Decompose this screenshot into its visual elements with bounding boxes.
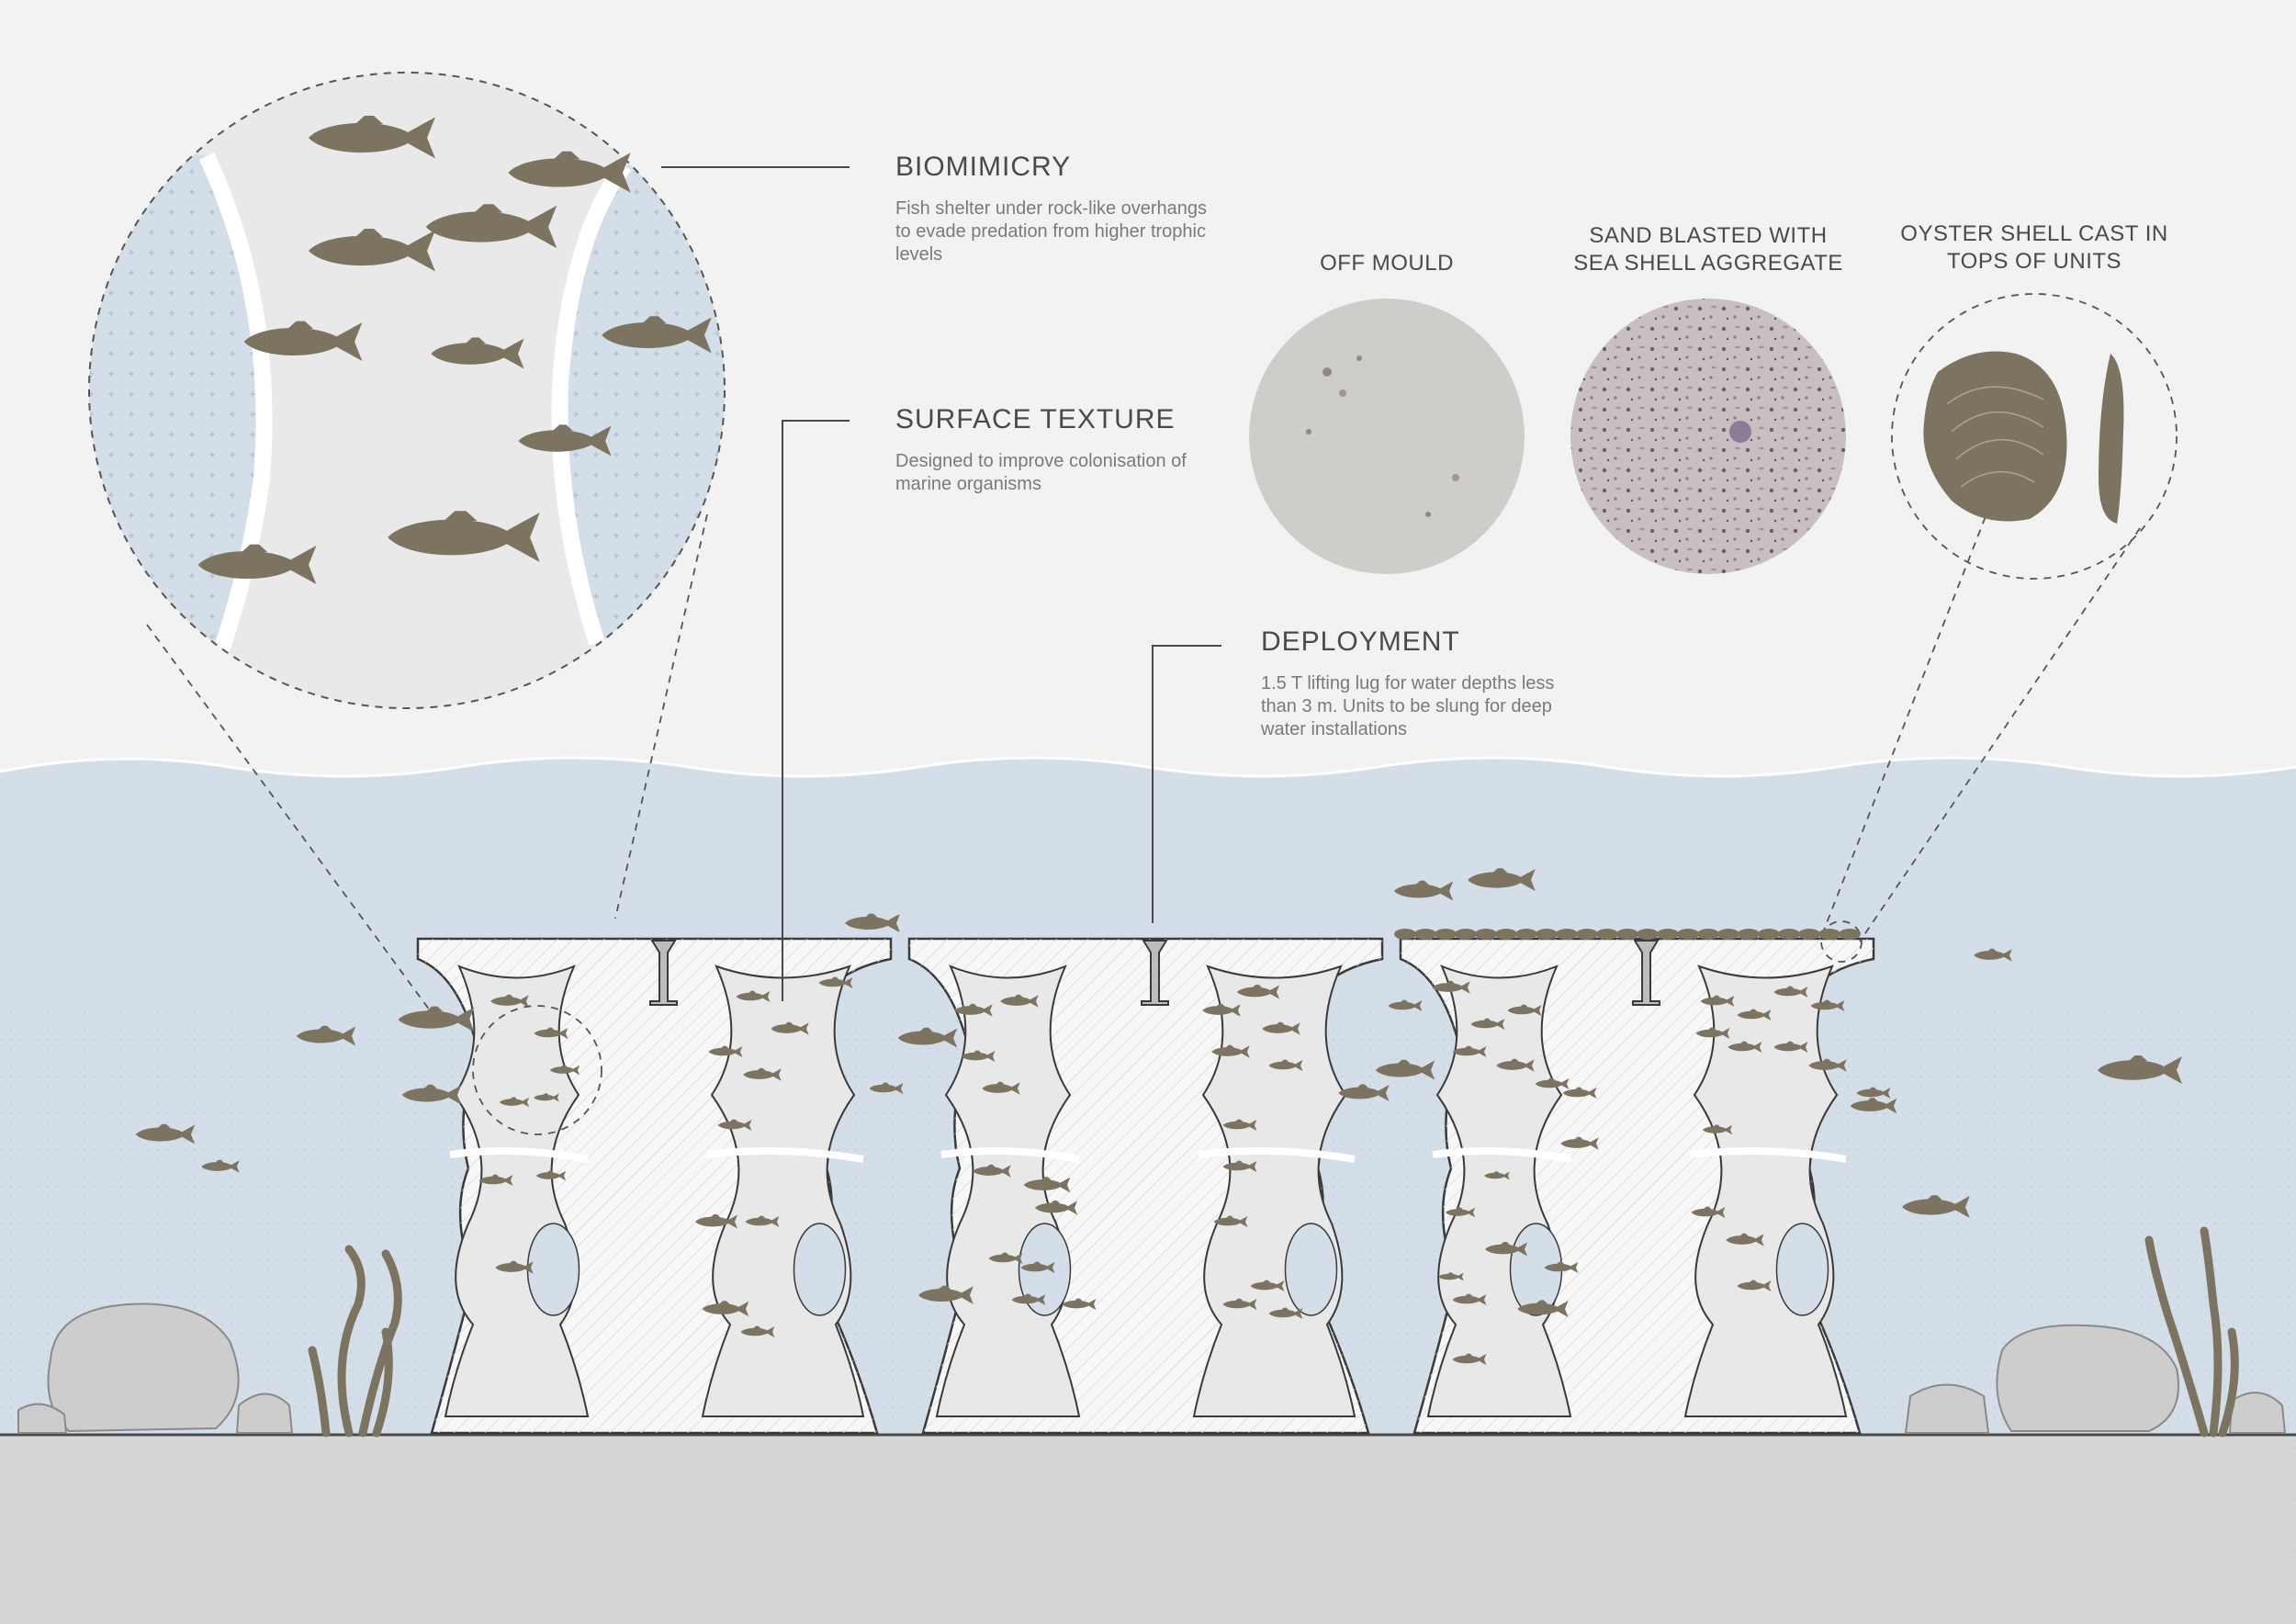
- oyster-shell: [1637, 929, 1659, 940]
- biomimicry-title: BIOMIMICRY: [895, 152, 1072, 182]
- biomimicry-zoom-circle: [88, 72, 726, 709]
- oyster-shell: [1818, 929, 1840, 940]
- deployment-annotation: DEPLOYMENT 1.5 T lifting lug for water d…: [1261, 626, 1592, 741]
- oyster-shell: [1616, 929, 1638, 940]
- leader-lines: [661, 166, 1221, 1001]
- texture-oyster-shell: [1923, 351, 2124, 524]
- biomimicry-desc: Fish shelter under rock-like overhangs t…: [895, 198, 1208, 265]
- dashed-callouts: [146, 293, 2178, 1135]
- oyster-shell: [1414, 929, 1436, 940]
- lifting-lug-icon: [1141, 940, 1169, 1006]
- lifting-lug-icon: [649, 940, 678, 1006]
- oyster-shell: [1435, 929, 1457, 940]
- seabed: [0, 1433, 2296, 1624]
- oyster-shell: [1677, 929, 1699, 940]
- caption-line: TOPS OF UNITS: [1946, 249, 2122, 274]
- oyster-shell: [1455, 929, 1477, 940]
- oyster-shell: [1839, 929, 1861, 940]
- oyster-shell: [1758, 929, 1780, 940]
- oyster-shell: [1495, 929, 1517, 940]
- oyster-shell: [1738, 929, 1760, 940]
- oyster-layer: [1394, 929, 1861, 940]
- oyster-shell: [1657, 929, 1679, 940]
- caption-line: OYSTER SHELL CAST IN: [1900, 221, 2168, 246]
- texture-caption-sand-blasted: SAND BLASTED WITH SEA SHELL AGGREGATE: [1561, 222, 1855, 277]
- deployment-title: DEPLOYMENT: [1261, 626, 1460, 657]
- caption-line: SAND BLASTED WITH: [1589, 223, 1828, 248]
- oyster-shell: [1536, 929, 1558, 940]
- reef-unit: [416, 937, 893, 1435]
- oyster-shell: [1475, 929, 1497, 940]
- lifting-lug-icon: [1632, 940, 1660, 1006]
- oyster-shell: [1717, 929, 1739, 940]
- oyster-shell: [1778, 929, 1800, 940]
- oyster-shell: [1515, 929, 1537, 940]
- surface-texture-annotation: SURFACE TEXTURE Designed to improve colo…: [895, 404, 1281, 496]
- texture-sand-blasted: [1570, 299, 1846, 574]
- oyster-shell: [1798, 929, 1820, 940]
- texture-caption-oyster: OYSTER SHELL CAST IN TOPS OF UNITS: [1892, 220, 2177, 276]
- biomimicry-annotation: BIOMIMICRY Fish shelter under rock-like …: [895, 152, 1281, 266]
- texture-caption-off-mould: OFF MOULD: [1286, 250, 1488, 277]
- texture-off-mould: [1249, 299, 1525, 574]
- reef-unit: [907, 937, 1384, 1435]
- deployment-desc: 1.5 T lifting lug for water depths less …: [1261, 673, 1555, 739]
- oyster-shell: [1576, 929, 1598, 940]
- seaweed: [308, 1226, 2239, 1438]
- oyster-shell: [1394, 929, 1416, 940]
- oyster-shell: [1556, 929, 1578, 940]
- caption-line: SEA SHELL AGGREGATE: [1573, 251, 1843, 276]
- surface-texture-title: SURFACE TEXTURE: [895, 404, 1176, 434]
- surface-texture-desc: Designed to improve colonisation of mari…: [895, 451, 1187, 494]
- caption-line: OFF MOULD: [1320, 251, 1454, 276]
- oyster-shell: [1596, 929, 1618, 940]
- reef-units: [416, 937, 1875, 1435]
- rocks: [17, 1303, 2287, 1434]
- oyster-shell: [1697, 929, 1719, 940]
